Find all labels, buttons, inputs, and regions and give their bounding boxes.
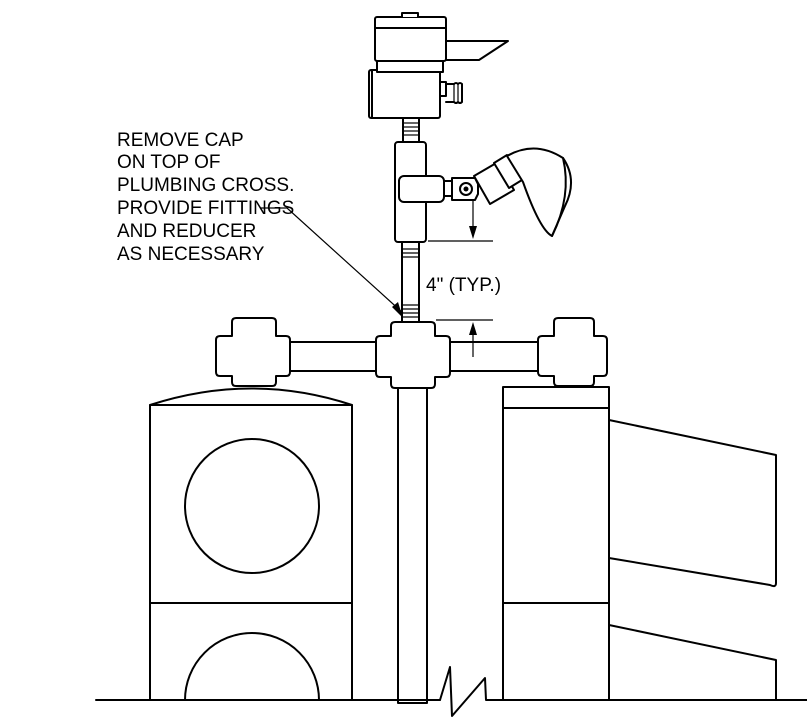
note-line: ON TOP OF (117, 152, 220, 173)
ground-line (95, 666, 807, 717)
tee-fitting (394, 141, 455, 243)
note-line: AND REDUCER (117, 221, 256, 242)
center-pipe-cross (375, 321, 451, 389)
note-text: REMOVE CAP ON TOP OF PLUMBING CROSS. PRO… (117, 130, 294, 265)
riser-pipe (397, 377, 428, 704)
right-pipe-cross (537, 317, 608, 387)
right-machine (502, 386, 777, 701)
note-line: PROVIDE FITTINGS (117, 198, 294, 219)
note-line: AS NECESSARY (117, 244, 265, 265)
dimension-marks (428, 200, 493, 357)
upper-coupling (402, 117, 420, 143)
left-pipe-cross (215, 317, 291, 387)
note-line: REMOVE CAP (117, 130, 244, 151)
spray-head (451, 147, 572, 237)
leader-line (260, 207, 404, 318)
reducer-nipple (401, 241, 420, 323)
dimension-label: 4" (TYP.) (426, 275, 501, 296)
note-line: PLUMBING CROSS. (117, 175, 294, 196)
valve-head (368, 12, 509, 119)
left-tank (149, 387, 353, 701)
